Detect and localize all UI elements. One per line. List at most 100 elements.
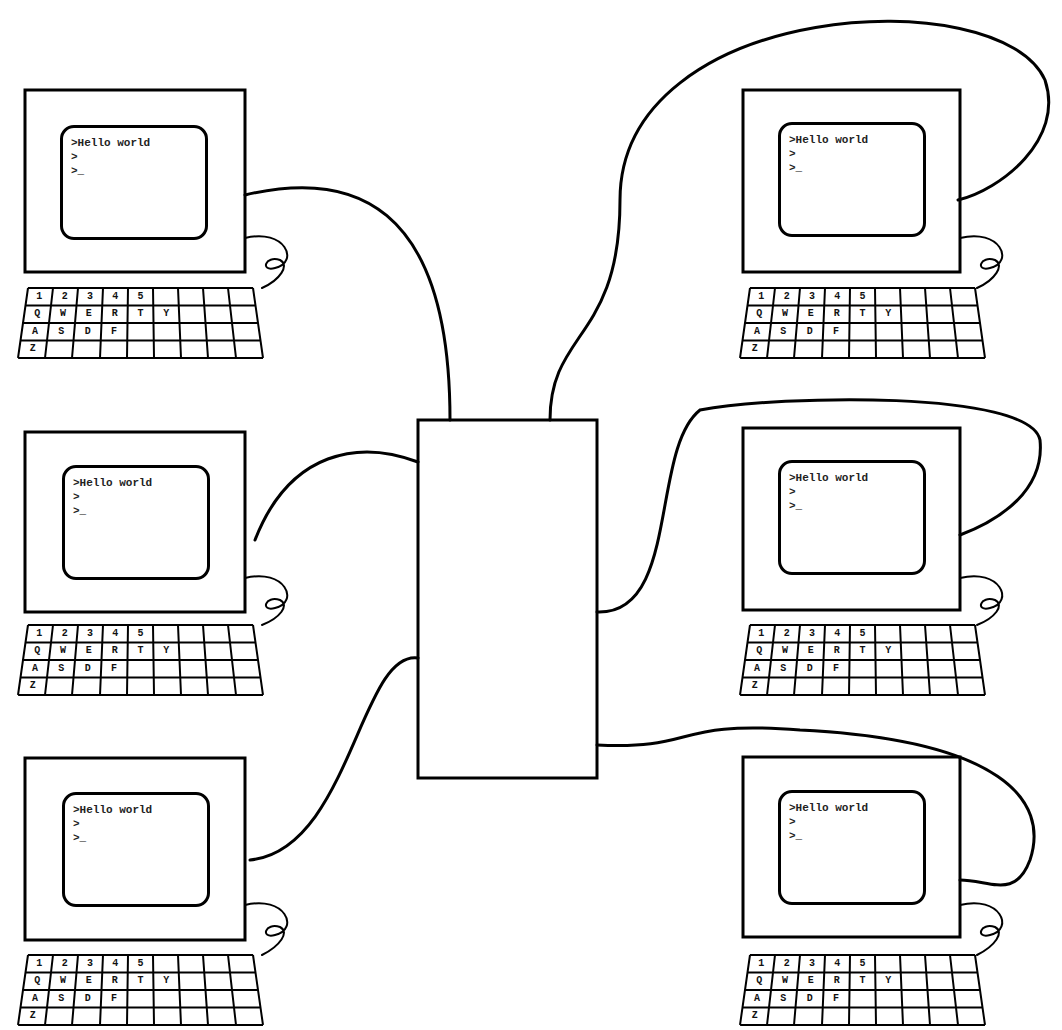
network-cable [597,400,1040,612]
keyboard-cord [960,576,1002,625]
key-label: F [833,994,839,1004]
key-label: W [782,976,788,986]
key-label: F [833,327,839,337]
key-label: S [58,664,64,674]
key-label: R [834,646,840,656]
key-label: Z [752,1011,758,1021]
key-label: S [58,994,64,1004]
key-label: 4 [834,629,840,639]
key-label: 2 [62,959,68,969]
monitor-screen: >Hello world>>_ [60,125,208,240]
key-label: D [807,664,813,674]
key-label: 3 [809,292,815,302]
screen-text: > [789,147,915,161]
key-label: 4 [112,629,118,639]
network-cable [550,21,1049,420]
key-label: R [834,976,840,986]
key-label: Y [163,309,169,319]
keyboard-grid [18,625,263,695]
keyboard-cord [960,236,1002,288]
key-label: Z [30,344,36,354]
screen-text: >Hello world [71,136,197,150]
screen-text: > [73,817,199,831]
screen-text: >Hello world [73,476,199,490]
screen-text: > [789,485,915,499]
key-label: R [112,646,118,656]
key-label: S [780,327,786,337]
key-label: Y [163,976,169,986]
key-label: T [137,309,143,319]
key-label: D [85,994,91,1004]
key-label: W [782,646,788,656]
key-label: D [85,664,91,674]
keyboard-grid [740,955,985,1025]
screen-text: >_ [73,831,199,845]
key-label: 4 [834,959,840,969]
key-label: A [754,664,760,674]
key-label: 4 [112,292,118,302]
key-label: 5 [137,959,143,969]
key-label: 4 [112,959,118,969]
monitor-screen: >Hello world>>_ [778,122,926,237]
monitor-screen: >Hello world>>_ [778,790,926,905]
key-label: 2 [62,292,68,302]
key-label: T [859,309,865,319]
screen-text: >_ [789,499,915,513]
monitor-frame [743,90,960,272]
key-label: 1 [758,629,764,639]
key-label: 2 [784,292,790,302]
key-label: S [780,994,786,1004]
key-label: 1 [758,959,764,969]
key-label: 1 [36,959,42,969]
key-label: Y [885,309,891,319]
key-label: Q [756,976,762,986]
monitor-screen: >Hello world>>_ [62,792,210,907]
key-label: Z [752,344,758,354]
keyboard-grid [18,288,263,358]
keyboard-cord [245,576,287,625]
key-label: A [32,327,38,337]
key-label: 3 [87,292,93,302]
key-label: T [137,976,143,986]
key-label: Y [885,976,891,986]
monitor-frame [25,432,245,612]
monitor-frame [25,90,245,272]
key-label: S [780,664,786,674]
key-label: F [111,994,117,1004]
key-label: T [859,646,865,656]
key-label: R [834,309,840,319]
keyboard-grid [740,625,985,695]
key-label: 3 [87,959,93,969]
key-label: T [859,976,865,986]
key-label: Q [756,309,762,319]
monitor-frame [743,757,960,937]
monitor-frame [25,758,245,940]
key-label: 1 [758,292,764,302]
monitor-screen: >Hello world>>_ [62,465,210,580]
keyboard-grid [18,955,263,1025]
key-label: A [754,994,760,1004]
screen-text: >Hello world [73,803,199,817]
hub-box [418,420,597,778]
keyboard-grid [740,288,985,358]
key-label: 3 [87,629,93,639]
key-label: 5 [859,292,865,302]
key-label: 4 [834,292,840,302]
network-cable [255,452,418,540]
screen-text: > [73,490,199,504]
key-label: 5 [137,292,143,302]
key-label: S [58,327,64,337]
key-label: 5 [859,629,865,639]
key-label: W [60,309,66,319]
key-label: W [60,976,66,986]
key-label: Q [34,976,40,986]
screen-text: >Hello world [789,801,915,815]
key-label: R [112,309,118,319]
key-label: E [808,646,814,656]
key-label: F [111,664,117,674]
key-label: D [85,327,91,337]
screen-text: > [789,815,915,829]
key-label: 1 [36,629,42,639]
key-label: F [833,664,839,674]
key-label: 3 [809,629,815,639]
